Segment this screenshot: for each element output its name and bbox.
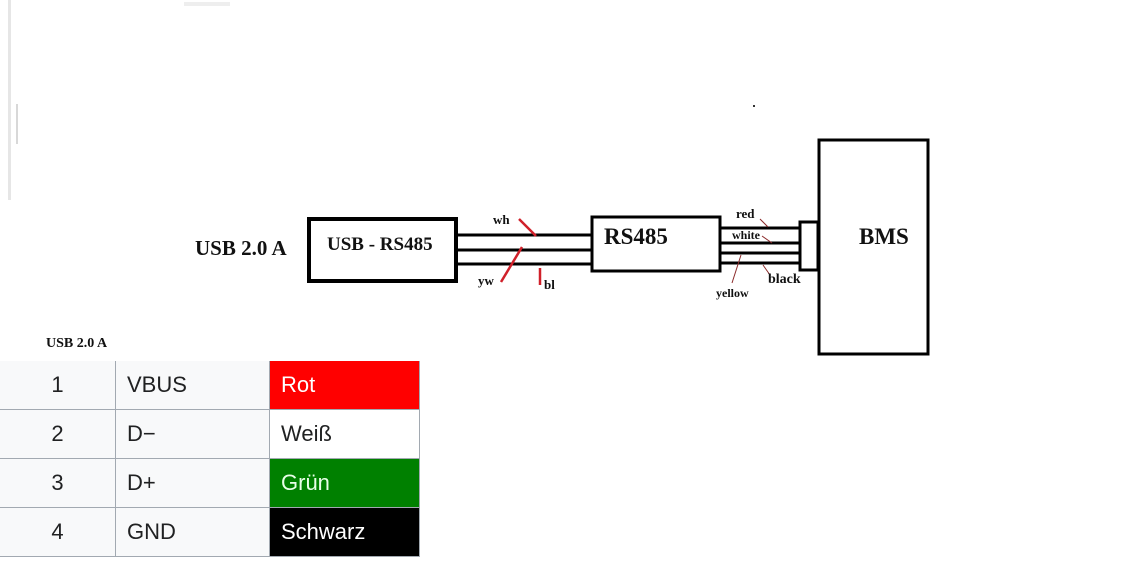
table-title: USB 2.0 A [46,336,108,351]
converter-label: USB - RS485 [327,234,433,255]
callout-yellow [731,254,742,284]
rs485-label: RS485 [604,224,668,249]
wire-color: Schwarz [269,507,420,557]
pin-number: 3 [0,458,116,508]
pin-signal: GND [115,507,270,557]
wire-label-black: black [768,272,801,287]
wire-color: Rot [269,361,420,410]
pin-signal: VBUS [115,361,270,410]
rs485-box [590,215,722,273]
usb-plug-label: USB 2.0 A [195,236,287,260]
stray-dot [753,105,755,107]
wire-color: Grün [269,458,420,508]
bms-label: BMS [859,224,909,249]
pin-number: 2 [0,409,116,459]
wire-label-wh: wh [493,212,510,227]
pin-number: 1 [0,361,116,410]
callout-red [759,218,769,228]
wire-label-yw: yw [478,273,494,288]
wire-label-yellow: yellow [716,286,749,300]
pin-signal: D+ [115,458,270,508]
scan-artifact-top [184,2,230,6]
marker-wh [518,218,537,237]
wire-label-red: red [736,206,755,221]
marker-yw [499,246,524,283]
wire-label-bl: bl [544,277,555,292]
scan-artifact-edge [8,0,11,200]
callout-white [761,235,773,244]
converter-box [307,217,458,283]
pin-number: 4 [0,507,116,557]
wiring-diagram [307,138,930,356]
wire-color: Weiß [269,409,420,459]
pin-signal: D− [115,409,270,459]
bms-connector [798,220,820,272]
callout-black [762,264,771,276]
wire-label-white: white [732,228,760,242]
scan-artifact-mark [16,104,18,144]
bms-box [817,138,930,356]
